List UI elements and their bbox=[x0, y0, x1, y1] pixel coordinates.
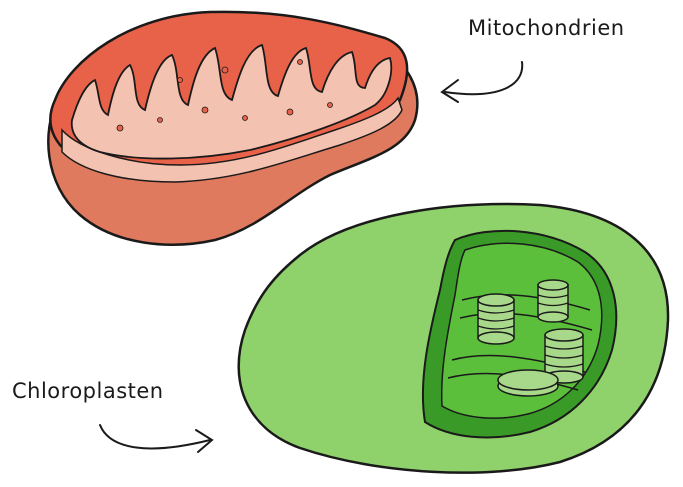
mitochondrion bbox=[48, 12, 417, 245]
chloroplast bbox=[239, 204, 668, 473]
chloroplast-label: Chloroplasten bbox=[12, 379, 164, 403]
mitochondria-arrow bbox=[442, 62, 522, 102]
thylakoid-disc bbox=[498, 370, 558, 396]
mitochondria-label: Mitochondrien bbox=[468, 16, 625, 40]
granum-stack bbox=[478, 294, 514, 344]
granum-stack bbox=[538, 280, 568, 322]
chloroplast-arrow bbox=[100, 425, 212, 452]
